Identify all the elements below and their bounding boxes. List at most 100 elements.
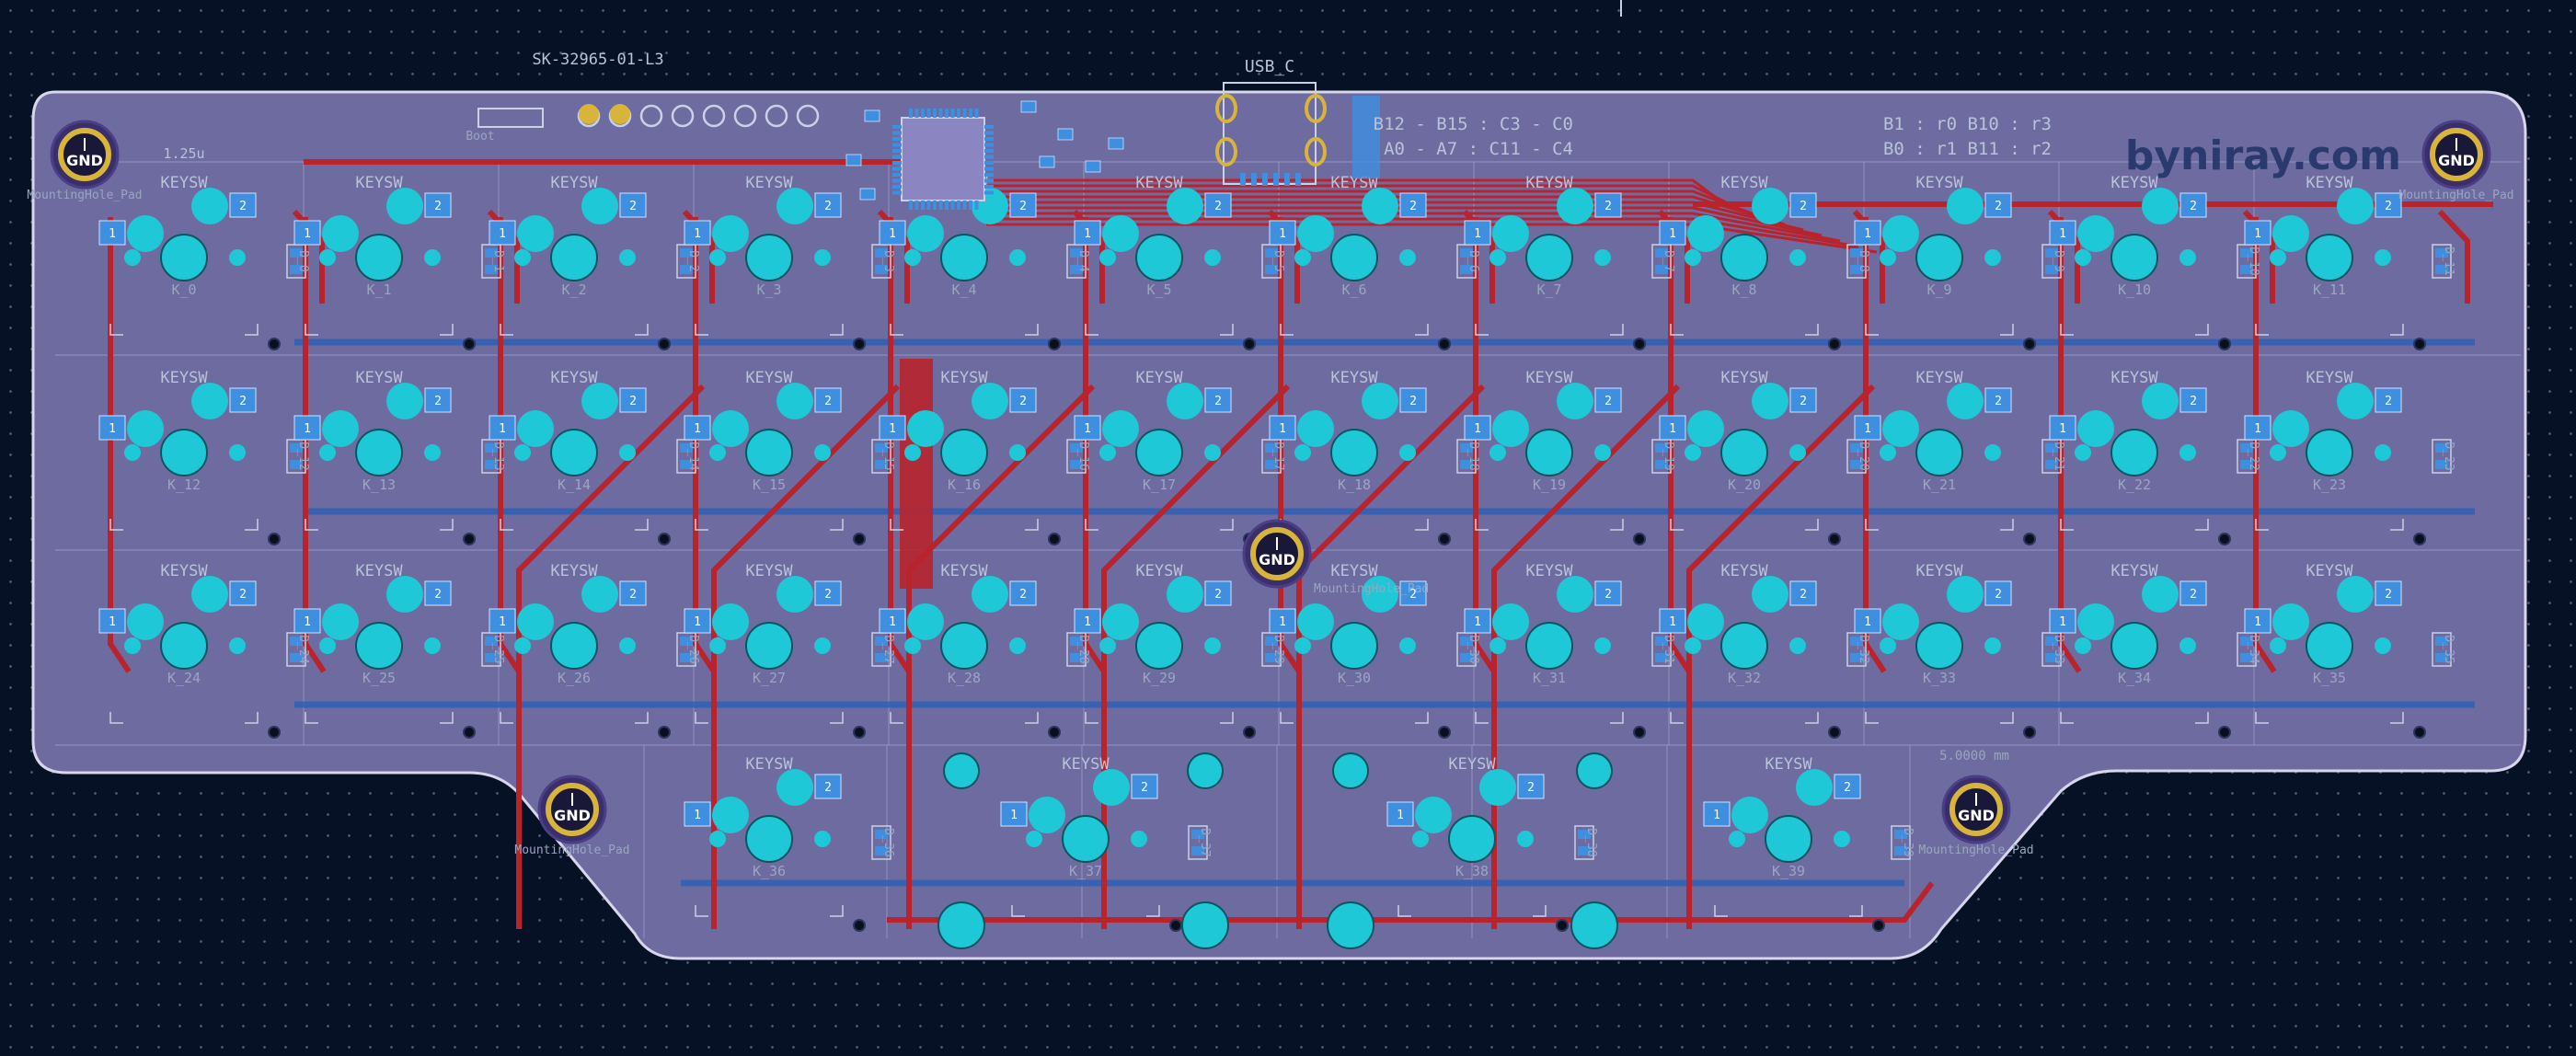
dimension-label: 5.0000 mm	[1939, 749, 2009, 763]
pin-map-left-1: B12 - B15 : C3 - C0	[1374, 114, 1573, 134]
courtyard-mark	[1280, 712, 1429, 724]
pad-label: 1	[1279, 615, 1286, 629]
smd-pad	[1789, 387, 1817, 413]
courtyard-mark	[1475, 324, 1624, 336]
courtyard-mark	[695, 519, 844, 531]
via	[853, 338, 866, 350]
smd-pad	[2179, 387, 2207, 413]
pad-label: 2	[434, 395, 442, 408]
switch-peg-pad	[1880, 249, 1896, 266]
diode-outline	[1891, 825, 1911, 860]
pad-label: 2	[1995, 395, 2002, 408]
courtyard-mark	[305, 519, 454, 531]
courtyard-mark	[1475, 712, 1624, 724]
switch-ref: K_19	[1533, 476, 1566, 493]
courtyard-mark	[2255, 324, 2404, 336]
mcu-area	[477, 82, 1380, 210]
mounting-hole-ref: MountingHole_Pad	[1314, 582, 1429, 596]
diode-pad	[1460, 653, 1473, 662]
switch-ref: K_22	[2118, 476, 2151, 493]
switch-peg-pad	[2179, 444, 2196, 461]
diode-ref: D_9	[2052, 250, 2065, 271]
switch-ref: K_18	[1338, 476, 1371, 493]
diode-outline	[2432, 632, 2452, 667]
mounting-hole-ref: MountingHole_Pad	[2398, 189, 2513, 202]
switch-pin-pad	[776, 576, 813, 613]
diode-pad	[2240, 248, 2253, 258]
diode-pad	[1850, 265, 1863, 274]
pad-label: 2	[1604, 588, 1612, 602]
switch-center-hole	[355, 622, 403, 670]
courtyard-mark	[305, 324, 454, 336]
smd-pad	[1984, 580, 2012, 606]
switch-pin-pad	[2272, 410, 2309, 447]
switch-pin-pad	[1947, 576, 1984, 613]
switch-peg-pad	[1984, 444, 2001, 461]
switch-peg-pad	[1789, 249, 1806, 266]
diode-pad	[2240, 443, 2253, 453]
switch-peg-pad	[1984, 249, 2001, 266]
smd-pad	[1854, 415, 1881, 441]
diode-pad	[1460, 443, 1473, 453]
switch-peg-pad	[229, 637, 246, 654]
switch-peg-pad	[814, 637, 831, 654]
courtyard-mark	[500, 324, 649, 336]
passive-pad	[1085, 160, 1101, 173]
diode-ref: D_11	[2442, 247, 2455, 275]
switch-pin-pad	[1752, 576, 1788, 613]
mcu-chip	[901, 117, 985, 201]
switch-center-hole	[1525, 622, 1573, 670]
switch-pin-pad	[1557, 383, 1593, 419]
switch-center-hole	[1525, 234, 1573, 281]
switch-footprint-label: KEYSW	[2110, 369, 2158, 387]
switch-peg-pad	[2375, 444, 2391, 461]
switch-center-hole	[745, 429, 793, 476]
smd-pad	[1594, 387, 1622, 413]
pad-label: 1	[694, 809, 701, 822]
diode-ref: D_39	[1901, 828, 1915, 856]
smd-pad	[879, 220, 906, 246]
switch-footprint-label: KEYSW	[550, 174, 598, 192]
switch-peg-pad	[619, 444, 636, 461]
switch-peg-pad	[1204, 249, 1221, 266]
switch-pin-pad	[581, 576, 618, 613]
smd-pad	[1984, 192, 2012, 218]
switch-center-hole	[1062, 815, 1110, 863]
switch-peg-pad	[1399, 637, 1416, 654]
diode-pad	[1850, 248, 1863, 258]
diode-pad	[1894, 830, 1907, 839]
diode-ref: D_21	[2052, 442, 2065, 470]
switch-peg-pad	[814, 249, 831, 266]
switch-pin-pad	[776, 769, 813, 806]
diode-pad	[1265, 265, 1278, 274]
via	[1243, 726, 1256, 739]
switch-ref: K_3	[756, 281, 781, 298]
courtyard-mark	[1670, 519, 1819, 531]
stabilizer-hole	[1576, 752, 1613, 789]
passive-pad	[845, 154, 862, 166]
passive-pad	[1057, 128, 1074, 141]
via	[1048, 533, 1061, 545]
diode-ref: D_29	[1271, 635, 1285, 663]
diode-pad	[1460, 460, 1473, 469]
smd-pad	[2049, 220, 2076, 246]
switch-peg-pad	[2179, 249, 2196, 266]
courtyard-mark	[1670, 324, 1819, 336]
switch-peg-pad	[1009, 444, 1026, 461]
switch-peg-pad	[1099, 444, 1116, 461]
switch-pin-pad	[712, 215, 749, 252]
switch-pin-pad	[1297, 215, 1334, 252]
switch-footprint-label: KEYSW	[355, 369, 403, 387]
switch-footprint-label: KEYSW	[2306, 174, 2353, 192]
diode-pad	[2045, 460, 2058, 469]
switch-peg-pad	[229, 249, 246, 266]
switch-footprint-label: KEYSW	[2306, 369, 2353, 387]
switch-footprint-label: KEYSW	[745, 755, 793, 774]
diode-outline	[2432, 244, 2452, 279]
diode-ref: D_5	[1271, 250, 1285, 271]
